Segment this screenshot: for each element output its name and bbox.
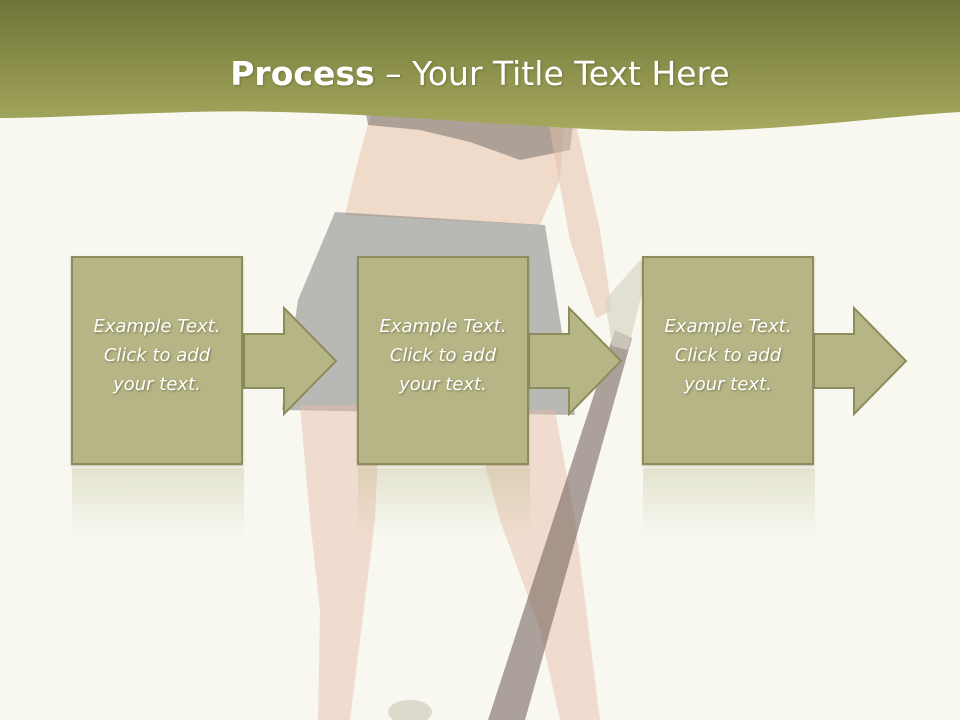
right-arrow-icon xyxy=(243,305,338,417)
step-1-line-3: your text. xyxy=(113,374,201,395)
step-2-line-3: your text. xyxy=(399,374,487,395)
page-title: Process – Your Title Text Here xyxy=(0,48,960,100)
step-1-line-2: Click to add xyxy=(103,345,211,366)
step-2-text: Example Text. Click to add your text. xyxy=(359,312,527,399)
process-step-2[interactable]: Example Text. Click to add your text. xyxy=(357,256,529,465)
process-step-3[interactable]: Example Text. Click to add your text. xyxy=(642,256,814,465)
step-3-line-3: your text. xyxy=(684,374,772,395)
process-step-1[interactable]: Example Text. Click to add your text. xyxy=(71,256,243,465)
step-2-reflection xyxy=(358,468,530,538)
title-rest: Your Title Text Here xyxy=(412,54,730,93)
step-3-text: Example Text. Click to add your text. xyxy=(644,312,812,399)
step-2-line-2: Click to add xyxy=(389,345,497,366)
step-1-text: Example Text. Click to add your text. xyxy=(73,312,241,399)
right-arrow-icon xyxy=(813,305,908,417)
title-bold: Process xyxy=(230,54,375,93)
step-3-line-1: Example Text. xyxy=(664,316,792,337)
title-separator: – xyxy=(374,54,413,93)
header-band xyxy=(0,0,960,132)
step-1-reflection xyxy=(72,468,244,538)
right-arrow-icon xyxy=(528,305,623,417)
step-3-reflection xyxy=(643,468,815,538)
step-2-line-1: Example Text. xyxy=(379,316,507,337)
step-3-line-2: Click to add xyxy=(674,345,782,366)
step-1-line-1: Example Text. xyxy=(93,316,221,337)
